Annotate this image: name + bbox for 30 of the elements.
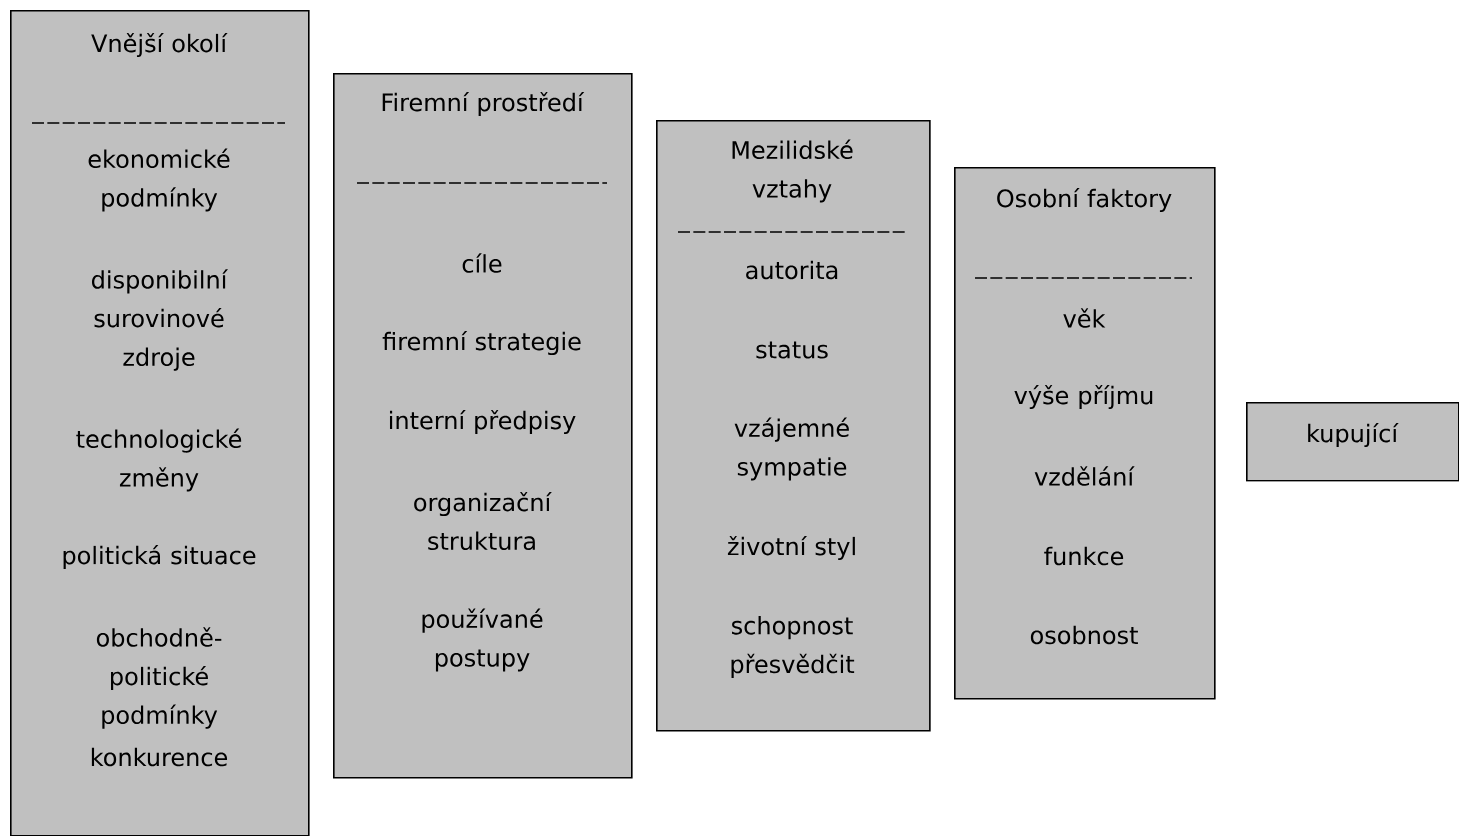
factor-label: autorita bbox=[746, 260, 838, 280]
factor-label: schopnost přesvědčit bbox=[731, 616, 855, 678]
factor-box bbox=[656, 120, 931, 732]
box-heading: Firemní prostředí bbox=[382, 91, 585, 117]
factor-label: používané postupy bbox=[422, 608, 543, 672]
box-heading: Vnější okolí bbox=[91, 32, 228, 58]
factor-label: konkurence bbox=[91, 747, 228, 767]
factor-label: technologické změny bbox=[76, 428, 242, 492]
factor-label: vzdělání bbox=[1034, 466, 1135, 486]
factor-label: firemní strategie bbox=[382, 330, 581, 356]
factor-label: výše příjmu bbox=[1014, 384, 1153, 410]
factor-label: kupující bbox=[1308, 422, 1399, 448]
factor-box bbox=[333, 73, 633, 779]
factor-label: interní předpisy bbox=[390, 409, 576, 435]
factor-box bbox=[954, 167, 1216, 700]
factor-label: cíle bbox=[462, 253, 502, 273]
factor-label: ekonomické podmínky bbox=[88, 148, 230, 212]
factor-label: status bbox=[756, 341, 828, 359]
factor-label: organizační struktura bbox=[414, 491, 552, 551]
factor-label: funkce bbox=[1044, 546, 1124, 566]
factor-label: politická situace bbox=[63, 544, 256, 570]
factor-label: vzájemné sympatie bbox=[734, 417, 849, 481]
factor-box bbox=[1246, 402, 1459, 482]
box-heading: Osobní faktory bbox=[997, 187, 1172, 213]
factor-label: osobnost bbox=[1030, 625, 1138, 645]
box-heading: Mezilidské vztahy bbox=[732, 139, 853, 203]
factor-box bbox=[10, 10, 310, 836]
factor-label: životní styl bbox=[727, 535, 855, 561]
factor-label: disponibilní surovinové zdroje bbox=[92, 269, 228, 371]
factor-label: věk bbox=[1063, 308, 1106, 328]
